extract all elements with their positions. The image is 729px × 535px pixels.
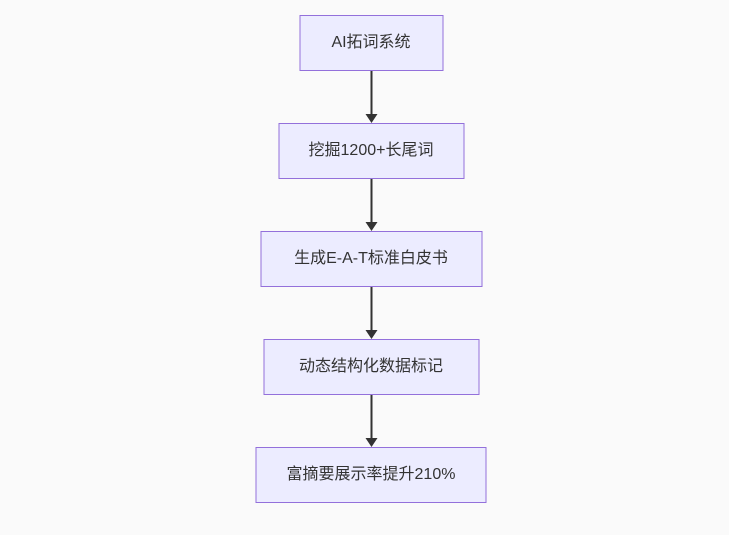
arrow-down-icon	[365, 114, 377, 123]
flow-node-eat-whitepaper: 生成E-A-T标准白皮书	[260, 231, 482, 287]
flow-node-label: 挖掘1200+长尾词	[308, 142, 434, 159]
arrow-line	[370, 179, 372, 223]
flow-node-longtail-mining: 挖掘1200+长尾词	[278, 123, 464, 179]
flow-edge-2	[361, 179, 381, 231]
arrow-line	[370, 395, 372, 439]
flow-edge-3	[361, 287, 381, 339]
flow-node-label: 富摘要展示率提升210%	[286, 466, 456, 483]
arrow-line	[370, 287, 372, 331]
arrow-down-icon	[365, 222, 377, 231]
arrow-down-icon	[365, 330, 377, 339]
flow-node-ai-word-system: AI拓词系统	[299, 15, 443, 71]
flow-node-structured-data: 动态结构化数据标记	[263, 339, 479, 395]
arrow-down-icon	[365, 438, 377, 447]
flow-edge-4	[361, 395, 381, 447]
flow-edge-1	[361, 71, 381, 123]
flow-node-label: 动态结构化数据标记	[298, 358, 443, 375]
flow-node-rich-snippet-result: 富摘要展示率提升210%	[255, 447, 487, 503]
flow-node-label: 生成E-A-T标准白皮书	[294, 250, 448, 267]
flow-node-label: AI拓词系统	[331, 34, 411, 51]
arrow-line	[370, 71, 372, 115]
flowchart: AI拓词系统 挖掘1200+长尾词 生成E-A-T标准白皮书 动态结构化数据标记	[255, 15, 487, 503]
